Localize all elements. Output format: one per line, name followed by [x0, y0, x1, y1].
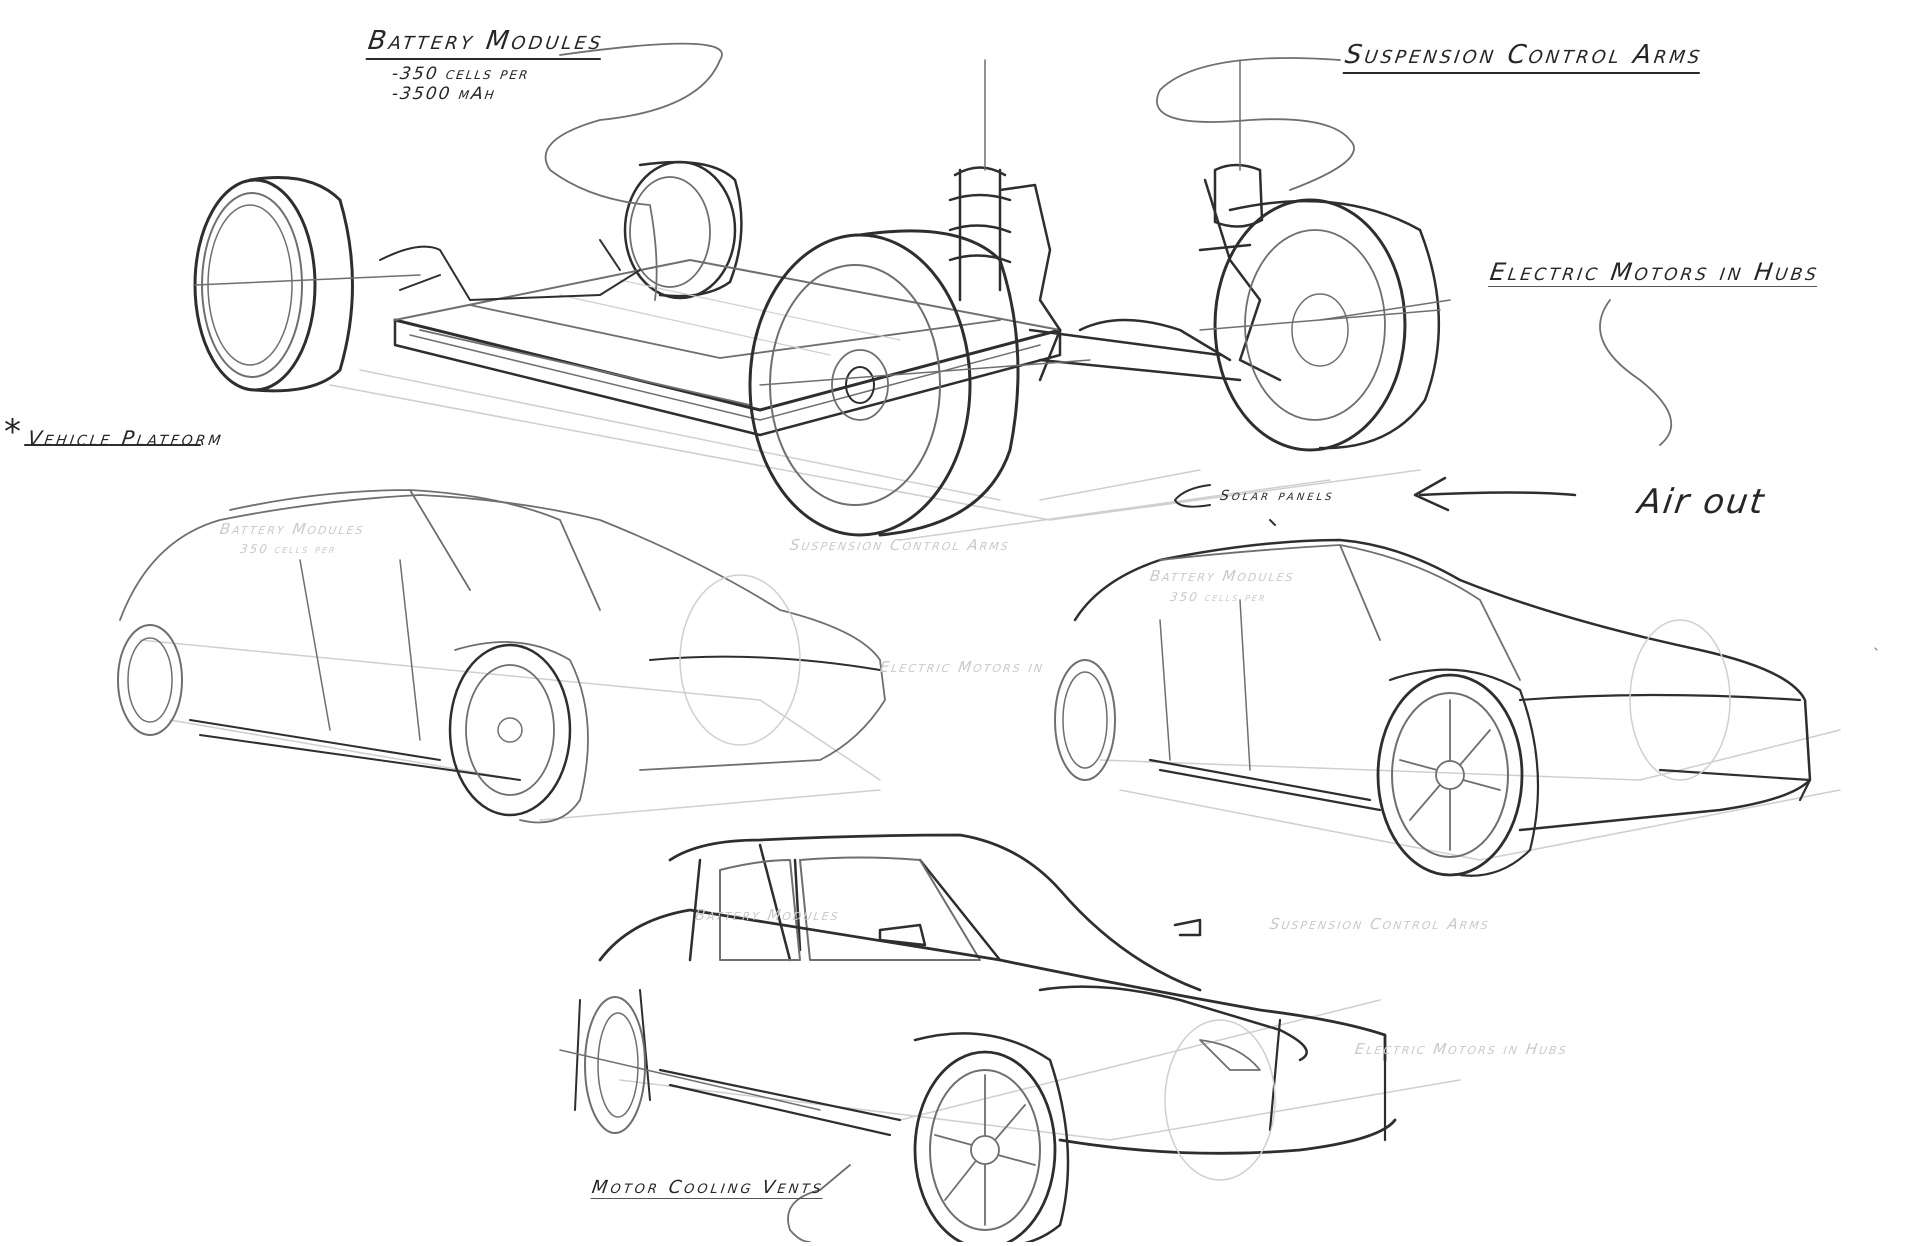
ghost-cells-2: 350 cells per — [1169, 590, 1268, 604]
ghost-cells-1: 350 cells per — [239, 542, 338, 556]
air-out-arrow — [1413, 476, 1577, 512]
front-right-strut — [1198, 59, 1282, 382]
suspension-leader-line — [1156, 57, 1355, 191]
front-left-wheel — [748, 229, 1091, 537]
car-sketch-coupe — [1054, 484, 1841, 877]
ghost-suspension-3: Suspension Control Arms — [1268, 915, 1492, 933]
solar-panels-label: Solar panels — [1218, 488, 1336, 504]
vehicle-platform-sketch — [193, 42, 1673, 541]
battery-cells-note: -350 cells per — [390, 64, 531, 84]
car-sketch-wagon — [117, 489, 886, 824]
motors-label: Electric Motors in Hubs — [1487, 258, 1822, 287]
solar-arrow — [1174, 484, 1211, 508]
front-left-strut — [948, 59, 1062, 382]
battery-leader-line — [544, 42, 723, 301]
suspension-label: Suspension Control Arms — [1342, 40, 1705, 74]
battery-tray — [393, 259, 1062, 437]
ghost-motors-3: Electric Motors in Hubs — [1353, 1040, 1570, 1058]
motors-leader-line — [1599, 299, 1673, 446]
rear-left-wheel — [193, 176, 421, 393]
battery-modules-label: Battery Modules — [365, 26, 606, 60]
front-right-wheel — [1199, 198, 1441, 452]
cooling-leader-line — [787, 1189, 821, 1243]
ghost-suspension-1: Suspension Control Arms — [788, 536, 1012, 554]
motor-cooling-vents-label: Motor Cooling Vents — [590, 1177, 826, 1199]
ghost-motors-1: Electric Motors in — [878, 658, 1046, 676]
vehicle-platform-label: Vehicle Platform — [26, 426, 226, 450]
ghost-battery-modules-3: Battery Modules — [693, 906, 841, 924]
ghost-battery-modules-2: Battery Modules — [1148, 567, 1296, 585]
car-sketch-suv — [559, 833, 1461, 1246]
platform-asterisk: * — [4, 412, 21, 452]
battery-mah-note: -3500 mAh — [390, 84, 498, 104]
air-out-label: Air out — [1635, 482, 1768, 522]
rear-right-wheel — [623, 160, 743, 300]
ghost-battery-modules-1: Battery Modules — [218, 520, 366, 538]
